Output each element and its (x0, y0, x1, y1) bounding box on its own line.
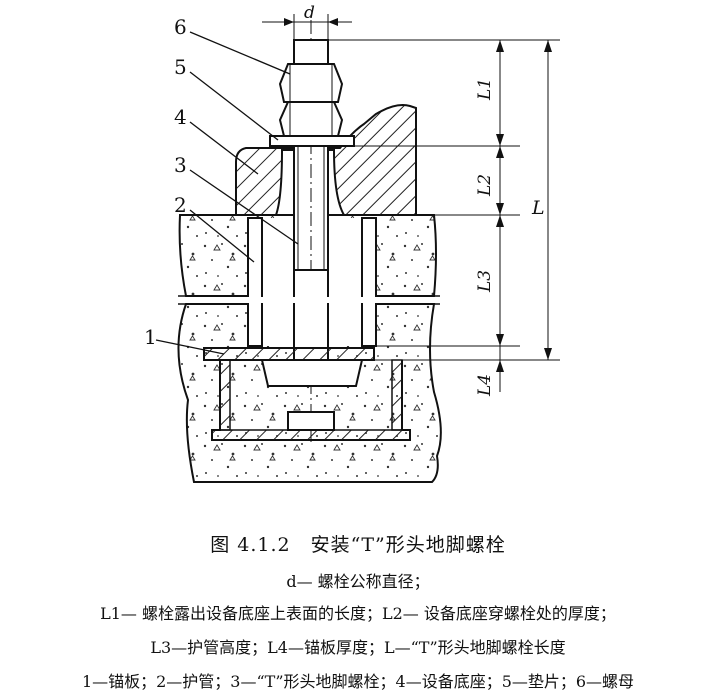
label-L4: L4 (475, 374, 495, 397)
caption-line-3: L3—护管高度；L4—锚板厚度；L—“T”形头地脚螺栓长度 (150, 638, 566, 657)
anchor-block (287, 411, 335, 431)
nut-upper (278, 63, 344, 103)
caption-line-1: d— 螺栓公称直径； (286, 572, 430, 591)
label-1: 1 (144, 325, 157, 349)
label-L: L (531, 197, 545, 219)
nut-lower (278, 101, 344, 137)
label-L3: L3 (475, 270, 495, 293)
break-gap-bolt (292, 297, 330, 303)
label-L2: L2 (475, 174, 495, 197)
protective-pipe-right (361, 217, 377, 347)
label-L1: L1 (475, 78, 495, 101)
protective-pipe-left (247, 217, 263, 347)
anchor-bolt-diagram: d 6 5 4 3 2 1 L1 L2 L3 L4 L (144, 3, 560, 483)
figure-caption-title: 图 4.1.2 安装“T”形头地脚螺栓 (210, 534, 506, 556)
label-d: d (304, 3, 315, 23)
bolt-top (293, 39, 329, 65)
label-4: 4 (174, 105, 187, 129)
label-2: 2 (174, 193, 187, 217)
label-3: 3 (174, 153, 187, 177)
bolt-lower-shank (293, 269, 329, 361)
equipment-base (235, 104, 417, 216)
label-5: 5 (174, 55, 187, 79)
label-6: 6 (174, 15, 187, 39)
anchor-plate (203, 347, 375, 361)
bolt-t-head (260, 359, 364, 387)
washer (269, 135, 355, 147)
caption-line-2: L1— 螺栓露出设备底座上表面的长度；L2— 设备底座穿螺栓处的厚度； (100, 604, 616, 623)
caption-line-4: 1—锚板；2—护管；3—“T”形头地脚螺栓；4—设备底座；5—垫片；6—螺母 (81, 672, 635, 691)
